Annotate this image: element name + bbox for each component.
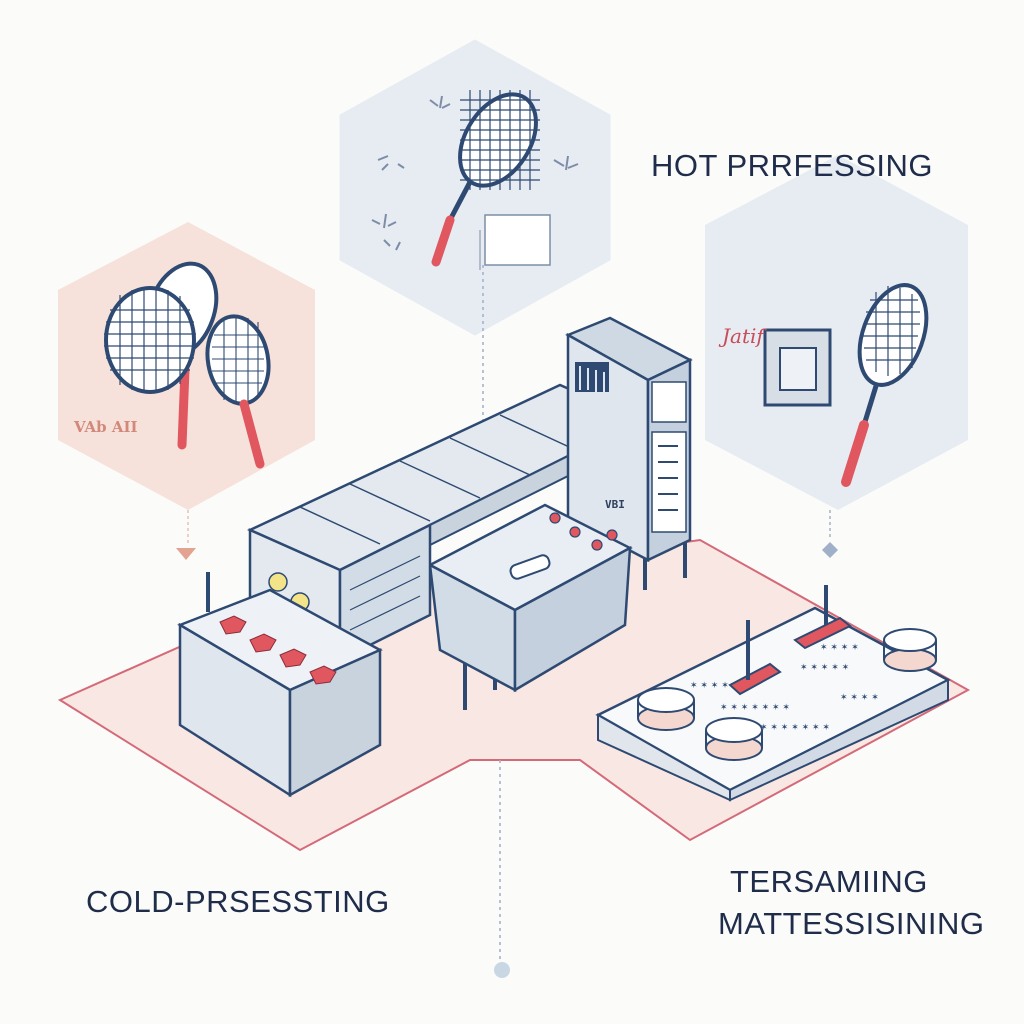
cold-panel-caption: VAb AII bbox=[74, 418, 138, 436]
tennis-racket-icon bbox=[431, 90, 540, 267]
connector-node bbox=[494, 962, 510, 978]
tersaming-label-line2: MATTESSISINING bbox=[718, 906, 985, 941]
tersaming-label-line1: TERSAMIING bbox=[730, 864, 928, 899]
warm-panel-script: Jatif bbox=[722, 324, 764, 348]
machine-plate-text: VBI bbox=[605, 498, 625, 511]
cold-pressing-panel bbox=[58, 222, 315, 560]
puck bbox=[637, 687, 695, 731]
tersaming-panel bbox=[705, 155, 968, 558]
svg-text:✶ ✶ ✶ ✶ ✶: ✶ ✶ ✶ ✶ ✶ bbox=[690, 681, 739, 691]
svg-text:✶ ✶ ✶ ✶ ✶ ✶ ✶: ✶ ✶ ✶ ✶ ✶ ✶ ✶ bbox=[720, 703, 790, 713]
svg-text:✶ ✶ ✶ ✶ ✶ ✶ ✶: ✶ ✶ ✶ ✶ ✶ ✶ ✶ bbox=[760, 723, 830, 733]
clamp-tool bbox=[793, 585, 852, 650]
tennis-racket-icon bbox=[104, 286, 196, 394]
svg-text:✶ ✶ ✶ ✶: ✶ ✶ ✶ ✶ bbox=[840, 693, 879, 703]
cold-press-table bbox=[177, 572, 383, 798]
arrow-down-icon bbox=[176, 548, 196, 560]
puck bbox=[883, 628, 937, 672]
clamp-tool bbox=[728, 620, 782, 696]
spec-card bbox=[484, 214, 551, 266]
tennis-racket-icon bbox=[841, 283, 929, 487]
svg-text:✶ ✶ ✶ ✶ ✶: ✶ ✶ ✶ ✶ ✶ bbox=[800, 663, 849, 673]
hot-pressing-label: HOT PRRFESSING bbox=[651, 148, 934, 183]
sparkle-icon bbox=[371, 95, 579, 251]
press-basin bbox=[427, 503, 633, 693]
finishing-table: ✶ ✶ ✶ ✶ ✶ ✶ ✶ ✶ ✶ ✶ ✶ ✶ ✶ ✶ ✶ ✶ ✶ ✶ ✶ ✶ … bbox=[595, 585, 951, 802]
puck bbox=[705, 717, 763, 761]
tennis-racket-icon bbox=[205, 314, 271, 469]
svg-text:✶ ✶ ✶ ✶: ✶ ✶ ✶ ✶ bbox=[820, 643, 859, 653]
sparkle-icon bbox=[822, 542, 838, 558]
control-tower bbox=[565, 316, 693, 563]
cold-pressing-label: COLD-PRSESSTING bbox=[86, 884, 390, 919]
hot-pressing-panel bbox=[339, 39, 611, 336]
